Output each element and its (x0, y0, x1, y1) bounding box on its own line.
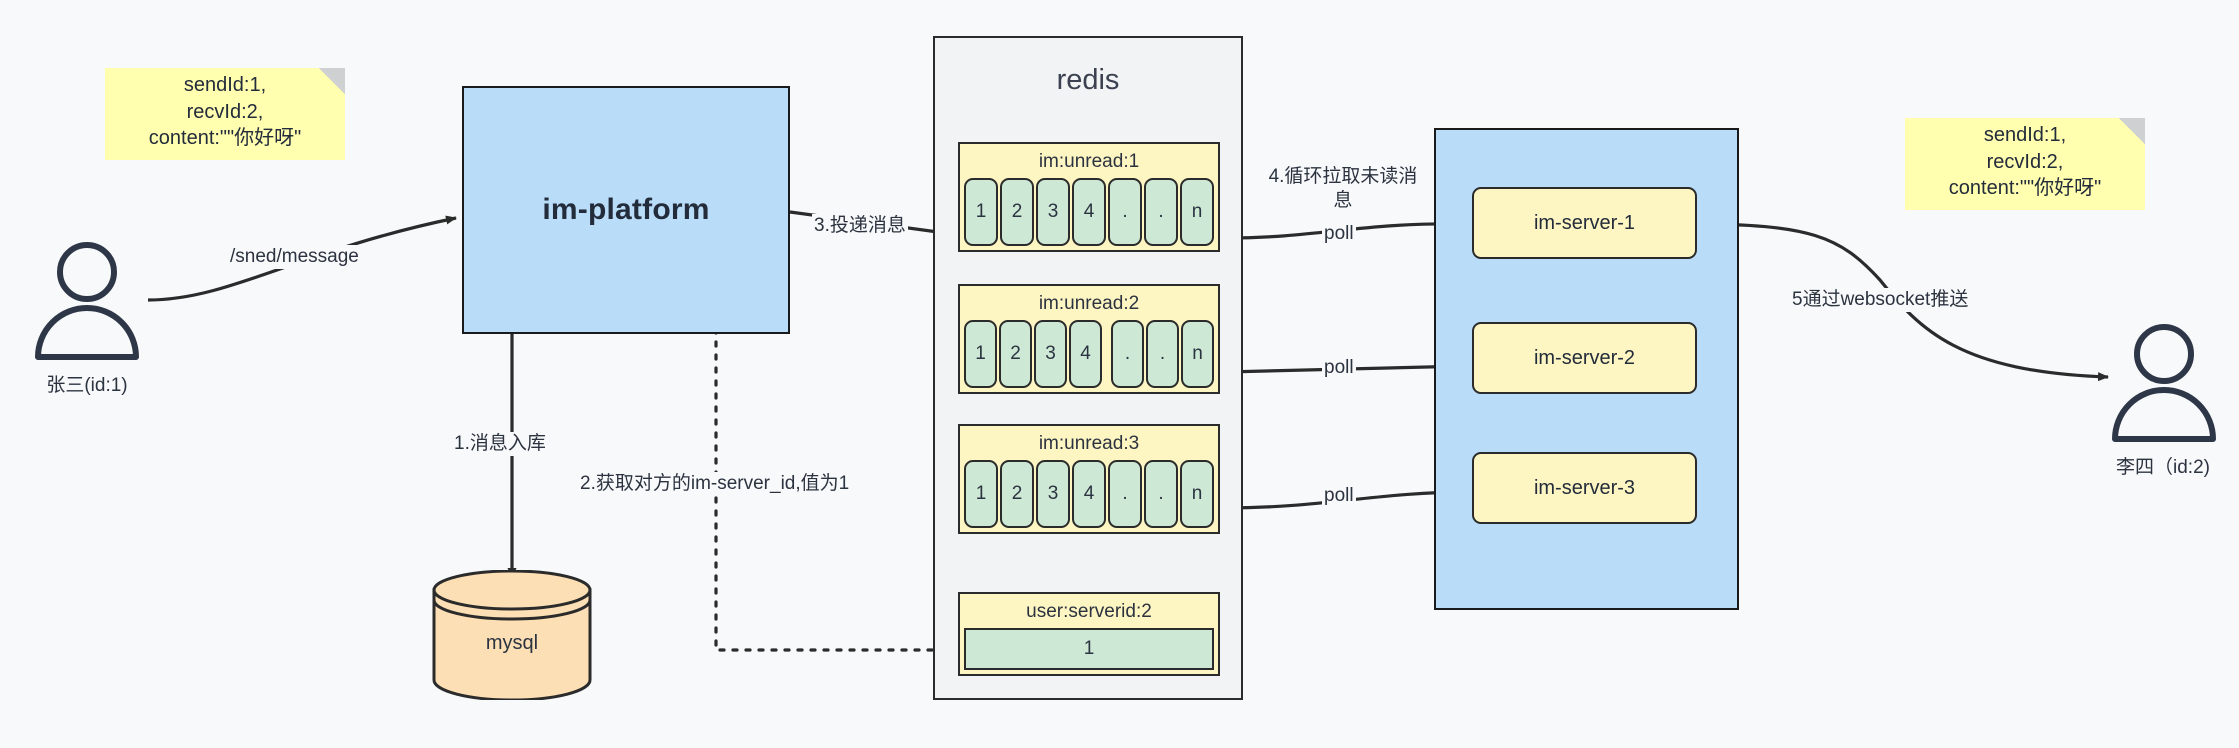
redis-cell: 4 (1072, 178, 1106, 246)
redis-key-label-2: im:unread:2 (1038, 293, 1140, 314)
redis-key-group-2[interactable]: im:unread:2 1 2 3 4 . . n (958, 284, 1220, 394)
redis-cell: n (1181, 320, 1214, 388)
edge-label-step5: 5通过websocket推送 (1790, 288, 1971, 312)
redis-cell: 2 (1000, 178, 1034, 246)
edge-label-send-message: /sned/message (228, 245, 361, 269)
redis-title: redis (1056, 64, 1120, 96)
redis-key-label-3: im:unread:3 (1038, 433, 1140, 454)
page-fold-icon (319, 68, 345, 94)
actor-sender-label: 张三(id:1) (46, 375, 128, 396)
im-server-2-box[interactable]: im-server-2 (1472, 322, 1697, 394)
redis-cell: 3 (1034, 320, 1067, 388)
im-server-3-label: im-server-3 (1533, 476, 1636, 499)
redis-cell: . (1144, 460, 1178, 528)
redis-key-group-3[interactable]: im:unread:3 1 2 3 4 . . n (958, 424, 1220, 534)
actor-receiver (2105, 322, 2223, 447)
im-platform-label: im-platform (542, 193, 710, 226)
sticky-note-left-text: sendId:1, recvId:2, content:""你好呀" (148, 74, 302, 150)
redis-cell: . (1108, 178, 1142, 246)
redis-cell: . (1144, 178, 1178, 246)
redis-cell: 3 (1036, 178, 1070, 246)
redis-cell: 1 (964, 320, 997, 388)
redis-key-label-1: im:unread:1 (1038, 151, 1140, 172)
im-server-3-box[interactable]: im-server-3 (1472, 452, 1697, 524)
edge-label-poll-2: poll (1322, 356, 1356, 380)
actor-receiver-label: 李四（id:2) (2116, 457, 2210, 478)
redis-cell: 4 (1072, 460, 1106, 528)
edge-label-step2: 2.获取对方的im-server_id,值为1 (578, 472, 852, 496)
im-server-1-label: im-server-1 (1533, 211, 1636, 234)
redis-cell: 2 (999, 320, 1032, 388)
actor-sender (28, 240, 146, 365)
edge-label-step4: 4.循环拉取未读消 息 (1256, 165, 1430, 213)
redis-serverid-value: 1 (964, 628, 1214, 670)
edge-label-poll-3: poll (1322, 484, 1356, 508)
redis-cell: . (1146, 320, 1179, 388)
redis-serverid-key: user:serverid:2 (1026, 601, 1152, 622)
edge-label-step1: 1.消息入库 (452, 432, 548, 456)
redis-serverid-entry[interactable]: user:serverid:2 1 (958, 592, 1220, 676)
redis-cell: . (1108, 460, 1142, 528)
im-server-1-box[interactable]: im-server-1 (1472, 187, 1697, 259)
sticky-note-left: sendId:1, recvId:2, content:""你好呀" (105, 68, 345, 160)
redis-cell-row-3: 1 2 3 4 . . n (964, 460, 1214, 528)
user-icon (35, 242, 139, 360)
database-icon (432, 569, 592, 702)
edge-label-poll-1: poll (1322, 222, 1356, 246)
page-fold-icon (2119, 118, 2145, 144)
redis-cell: 1 (964, 178, 998, 246)
mysql-cylinder: mysql (430, 569, 594, 702)
edge-label-step3: 3.投递消息 (812, 214, 908, 238)
im-platform-box[interactable]: im-platform (462, 86, 790, 334)
user-icon (2112, 324, 2216, 442)
redis-cell: n (1180, 178, 1214, 246)
redis-cell: 2 (1000, 460, 1034, 528)
redis-cell: 4 (1069, 320, 1102, 388)
im-server-2-label: im-server-2 (1533, 346, 1636, 369)
redis-cell: . (1111, 320, 1144, 388)
sticky-note-right-text: sendId:1, recvId:2, content:""你好呀" (1948, 124, 2102, 200)
redis-cell: 3 (1036, 460, 1070, 528)
redis-key-group-1[interactable]: im:unread:1 1 2 3 4 . . n (958, 142, 1220, 252)
sticky-note-right: sendId:1, recvId:2, content:""你好呀" (1905, 118, 2145, 210)
mysql-label: mysql (485, 632, 539, 654)
redis-cell: 1 (964, 460, 998, 528)
redis-cell: n (1180, 460, 1214, 528)
redis-cell-row-2: 1 2 3 4 . . n (964, 320, 1214, 388)
redis-cell-row-1: 1 2 3 4 . . n (964, 178, 1214, 246)
